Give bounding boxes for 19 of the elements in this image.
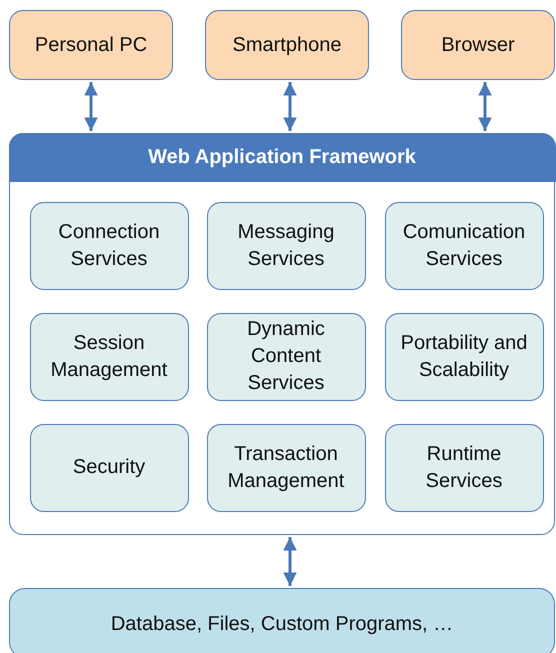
double-arrow bbox=[478, 82, 492, 131]
double-arrow bbox=[84, 82, 98, 131]
framework-container bbox=[9, 133, 555, 535]
double-arrow bbox=[283, 82, 297, 131]
data-source-box: Database, Files, Custom Programs, … bbox=[9, 588, 555, 653]
framework-header: Web Application Framework bbox=[8, 132, 556, 182]
client-box: Browser bbox=[401, 10, 555, 80]
service-box: Transaction Management bbox=[206, 424, 366, 512]
service-box: Comunication Services bbox=[384, 202, 544, 290]
service-box: Session Management bbox=[30, 312, 188, 400]
service-box: Runtime Services bbox=[384, 424, 544, 512]
client-box: Personal PC bbox=[9, 10, 173, 80]
service-box: Dynamic Content Services bbox=[206, 312, 366, 400]
service-box: Security bbox=[30, 424, 188, 512]
client-box: Smartphone bbox=[205, 10, 369, 80]
service-box: Messaging Services bbox=[206, 202, 366, 290]
service-box: Portability and Scalability bbox=[384, 312, 544, 400]
service-box: Connection Services bbox=[30, 202, 188, 290]
double-arrow bbox=[283, 537, 297, 586]
